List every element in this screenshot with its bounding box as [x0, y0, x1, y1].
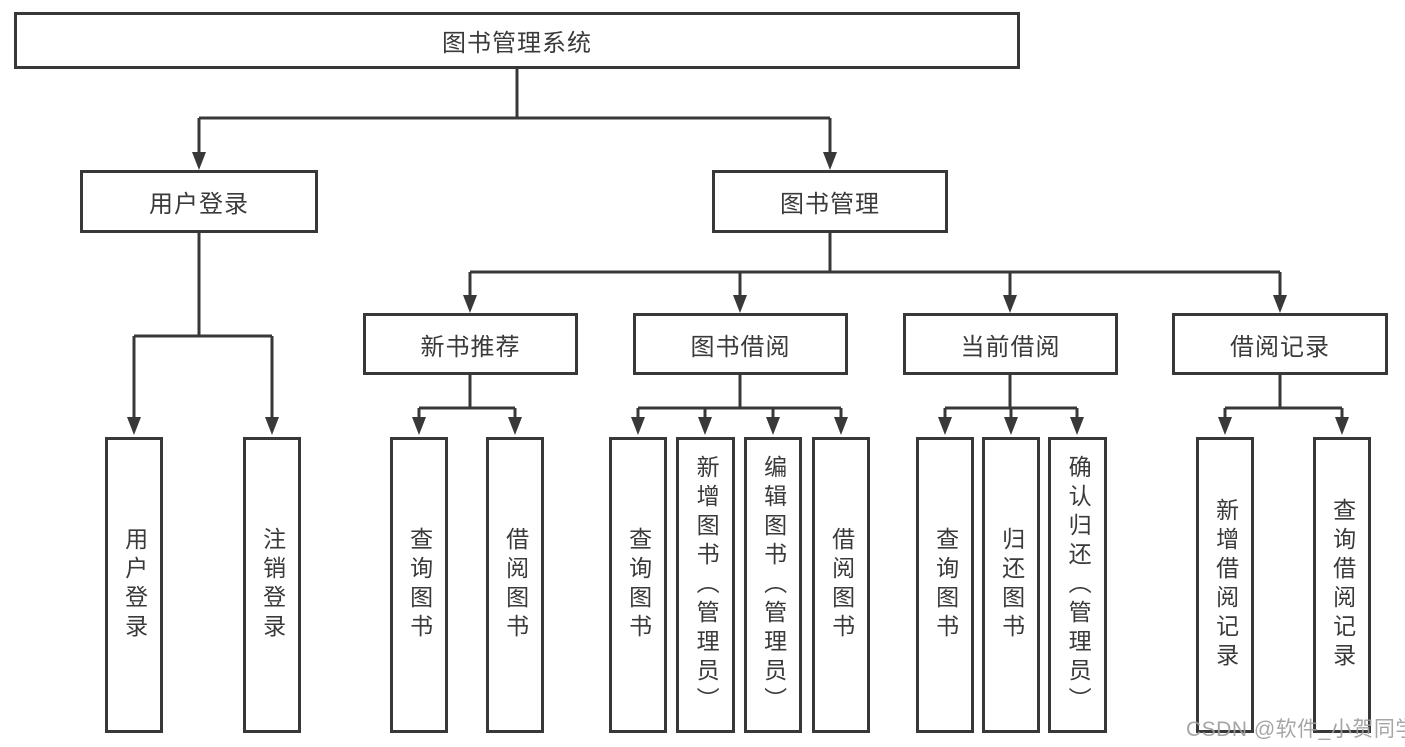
- node-label: 查询图书: [932, 527, 959, 643]
- arrow-down-icon: [192, 152, 206, 170]
- node-label: 归还图书: [998, 527, 1025, 643]
- arrow-down-icon: [412, 417, 426, 435]
- node-borrow-record: 借阅记录: [1172, 313, 1388, 375]
- connector-current-branch: [938, 375, 1084, 435]
- leaf-borrow-book: 借阅图书: [812, 437, 870, 733]
- arrow-down-icon: [733, 295, 747, 313]
- arrow-down-icon: [938, 417, 952, 435]
- arrow-down-icon: [631, 417, 645, 435]
- connector-user-login-branch: [127, 233, 279, 435]
- node-new-book-recommend: 新书推荐: [363, 313, 578, 375]
- connector-recommend-branch: [412, 375, 522, 435]
- arrow-down-icon: [834, 417, 848, 435]
- arrow-down-icon: [265, 417, 279, 435]
- node-label: 图书管理系统: [442, 30, 592, 57]
- node-label: 当前借阅: [960, 333, 1061, 361]
- arrow-down-icon: [127, 417, 141, 435]
- leaf-confirm-return-admin: 确认归还（管理员）: [1048, 437, 1107, 733]
- node-book-borrow: 图书借阅: [633, 313, 848, 375]
- node-label: 确认归还（管理员）: [1065, 454, 1092, 716]
- node-label: 用户登录: [149, 191, 249, 218]
- arrow-down-icon: [1273, 295, 1287, 313]
- leaf-user-login: 用户登录: [105, 437, 163, 733]
- node-root-system: 图书管理系统: [14, 12, 1020, 69]
- leaf-add-book-admin: 新增图书（管理员）: [676, 437, 735, 733]
- arrow-down-icon: [766, 417, 780, 435]
- leaf-query-borrow-record: 查询借阅记录: [1313, 437, 1371, 733]
- node-label: 查询图书: [625, 527, 652, 643]
- node-label: 借阅图书: [828, 527, 855, 643]
- node-label: 查询借阅记录: [1329, 498, 1356, 672]
- node-label: 图书借阅: [690, 333, 791, 361]
- arrow-down-icon: [508, 417, 522, 435]
- node-label: 注销登录: [259, 527, 286, 643]
- connector-root-to-level1: [192, 69, 837, 170]
- node-label: 编辑图书（管理员）: [760, 454, 787, 716]
- watermark-text: CSDN @软件_小贺同学: [1186, 718, 1405, 741]
- leaf-return-book: 归还图书: [982, 437, 1040, 733]
- leaf-edit-book-admin: 编辑图书（管理员）: [744, 437, 802, 733]
- node-book-management: 图书管理: [712, 170, 948, 233]
- leaf-add-borrow-record: 新增借阅记录: [1196, 437, 1254, 733]
- node-label: 新书推荐: [420, 333, 521, 361]
- arrow-down-icon: [1070, 417, 1084, 435]
- arrow-down-icon: [463, 295, 477, 313]
- csdn-watermark: CSDN @软件_小贺同学: [1186, 713, 1405, 743]
- leaf-recommend-borrow-book: 借阅图书: [486, 437, 544, 733]
- arrow-down-icon: [698, 417, 712, 435]
- arrow-down-icon: [1218, 417, 1232, 435]
- node-current-borrow: 当前借阅: [903, 313, 1118, 375]
- leaf-current-query-book: 查询图书: [916, 437, 974, 733]
- connector-borrow-branch: [631, 375, 848, 435]
- node-label: 新增图书（管理员）: [693, 454, 720, 716]
- leaf-logout: 注销登录: [243, 437, 301, 733]
- node-label: 用户登录: [121, 527, 148, 643]
- arrow-down-icon: [823, 152, 837, 170]
- arrow-down-icon: [1003, 295, 1017, 313]
- connector-book-mgmt-branch: [463, 233, 1287, 313]
- node-user-login: 用户登录: [80, 170, 318, 233]
- node-label: 借阅图书: [502, 527, 529, 643]
- arrow-down-icon: [1004, 417, 1018, 435]
- node-label: 查询图书: [406, 527, 433, 643]
- node-label: 图书管理: [780, 191, 880, 218]
- arrow-down-icon: [1335, 417, 1349, 435]
- node-label: 借阅记录: [1230, 333, 1330, 361]
- node-label: 新增借阅记录: [1212, 498, 1239, 672]
- connector-record-branch: [1218, 375, 1349, 435]
- leaf-recommend-query-book: 查询图书: [390, 437, 448, 733]
- leaf-borrow-query-book: 查询图书: [609, 437, 667, 733]
